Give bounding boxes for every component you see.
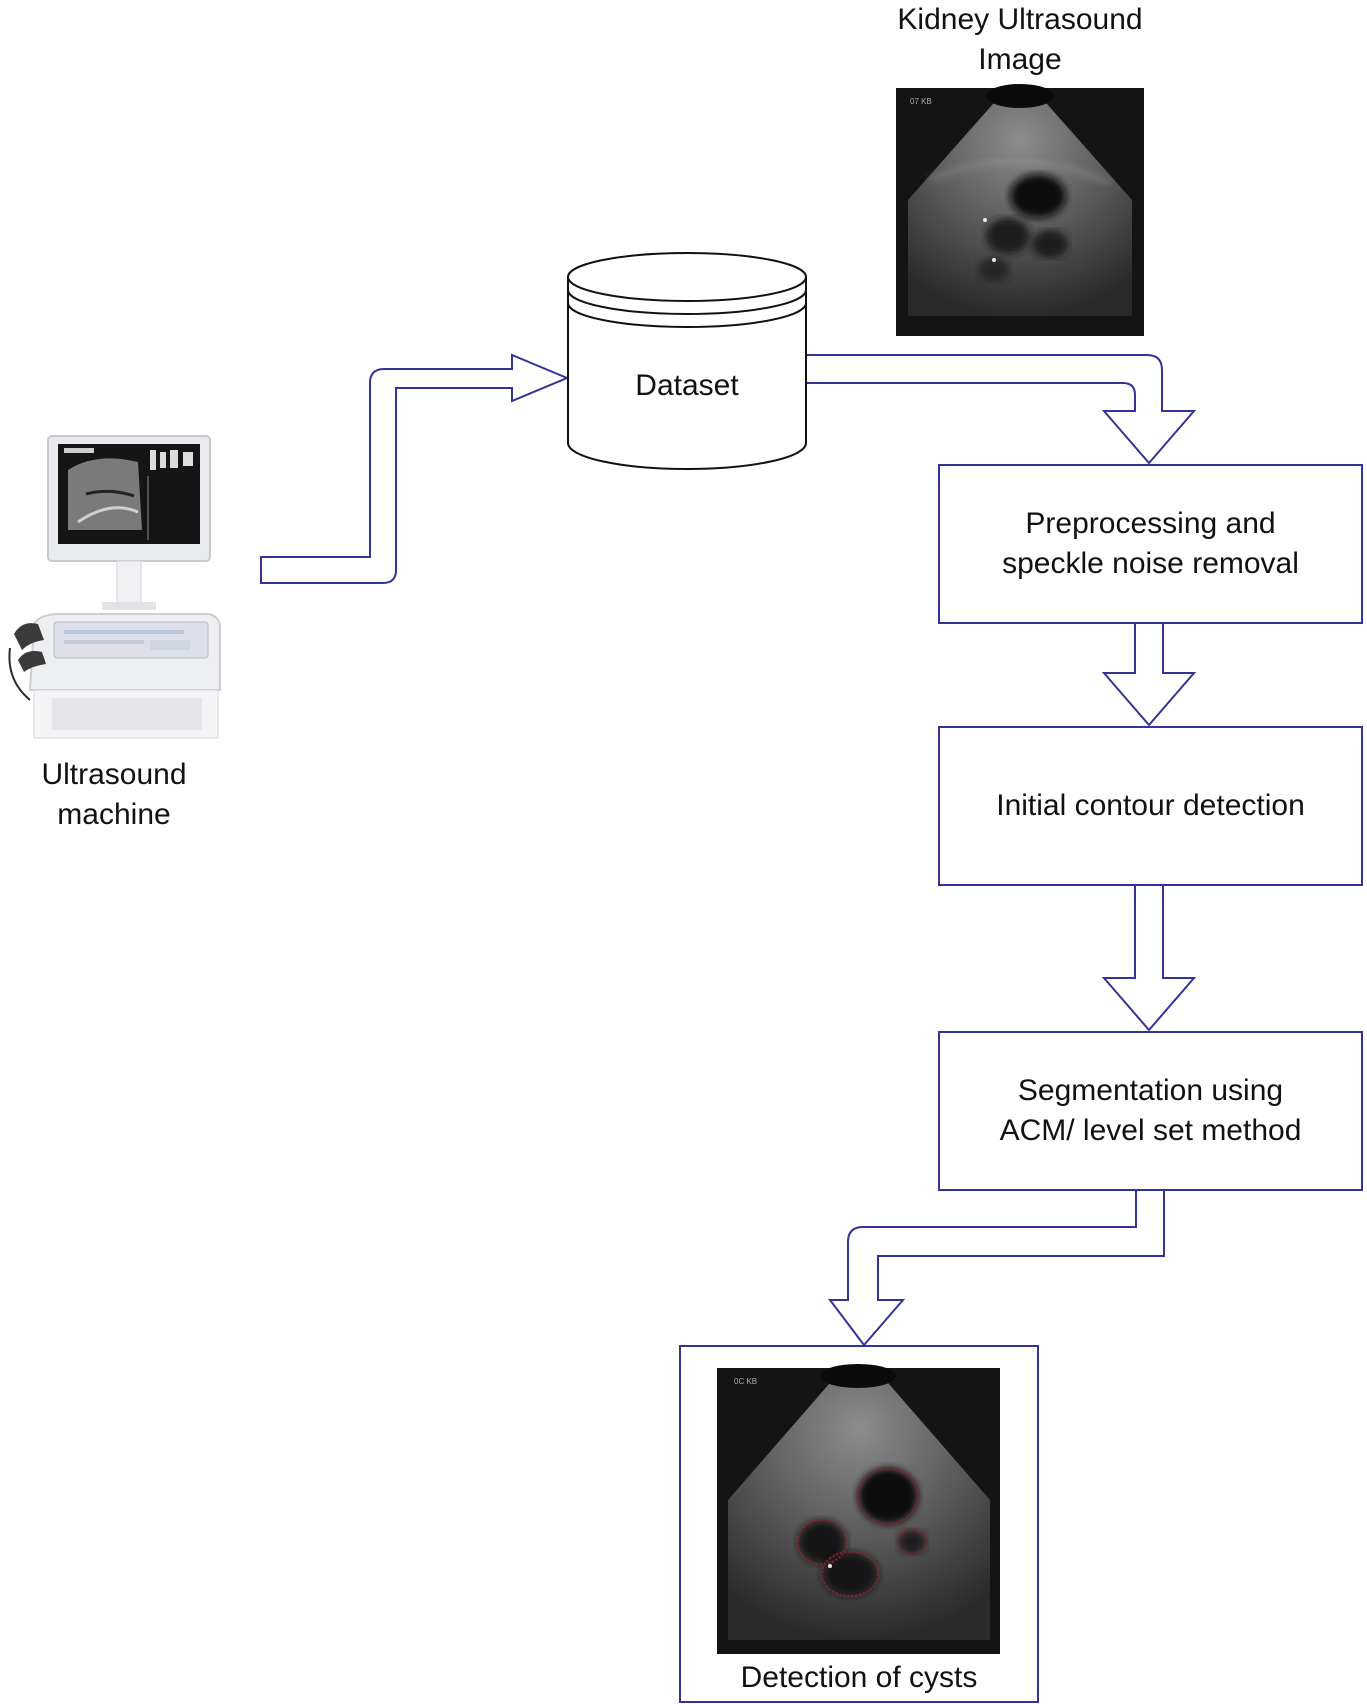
step-initial-contour: Initial contour detection [938,726,1363,886]
dataset-label: Dataset [635,369,739,402]
kidney-image-label: Kidney Ultrasound Image [897,3,1143,76]
arrow-dataset-to-preprocessing [807,354,1197,465]
kidney-ultrasound-image: 07 KB [896,84,1144,336]
step-segmentation: Segmentation using ACM/ level set method [938,1031,1363,1191]
ultrasound-machine-illustration [8,435,221,739]
arrow-preprocessing-to-contour [1101,622,1197,727]
bottom-image-caption: 0C KB [734,1377,757,1386]
step-preprocessing-label: Preprocessing and speckle noise removal [1002,507,1299,580]
dataset-cylinder [567,252,807,470]
top-image-caption: 07 KB [910,97,932,106]
arrow-segmentation-to-detection [827,1189,1165,1347]
arrow-contour-to-segmentation [1101,884,1197,1032]
ultrasound-machine-label: Ultrasound machine [41,758,187,831]
cyst-detection-image: 0C KB [717,1364,1000,1654]
step-preprocessing: Preprocessing and speckle noise removal [938,464,1363,624]
arrow-machine-to-dataset [260,353,570,584]
step-initial-contour-label: Initial contour detection [996,789,1305,822]
step-segmentation-label: Segmentation using ACM/ level set method [999,1074,1302,1147]
detection-of-cysts-label: Detection of cysts [740,1661,978,1694]
detection-output-frame [679,1345,1039,1703]
